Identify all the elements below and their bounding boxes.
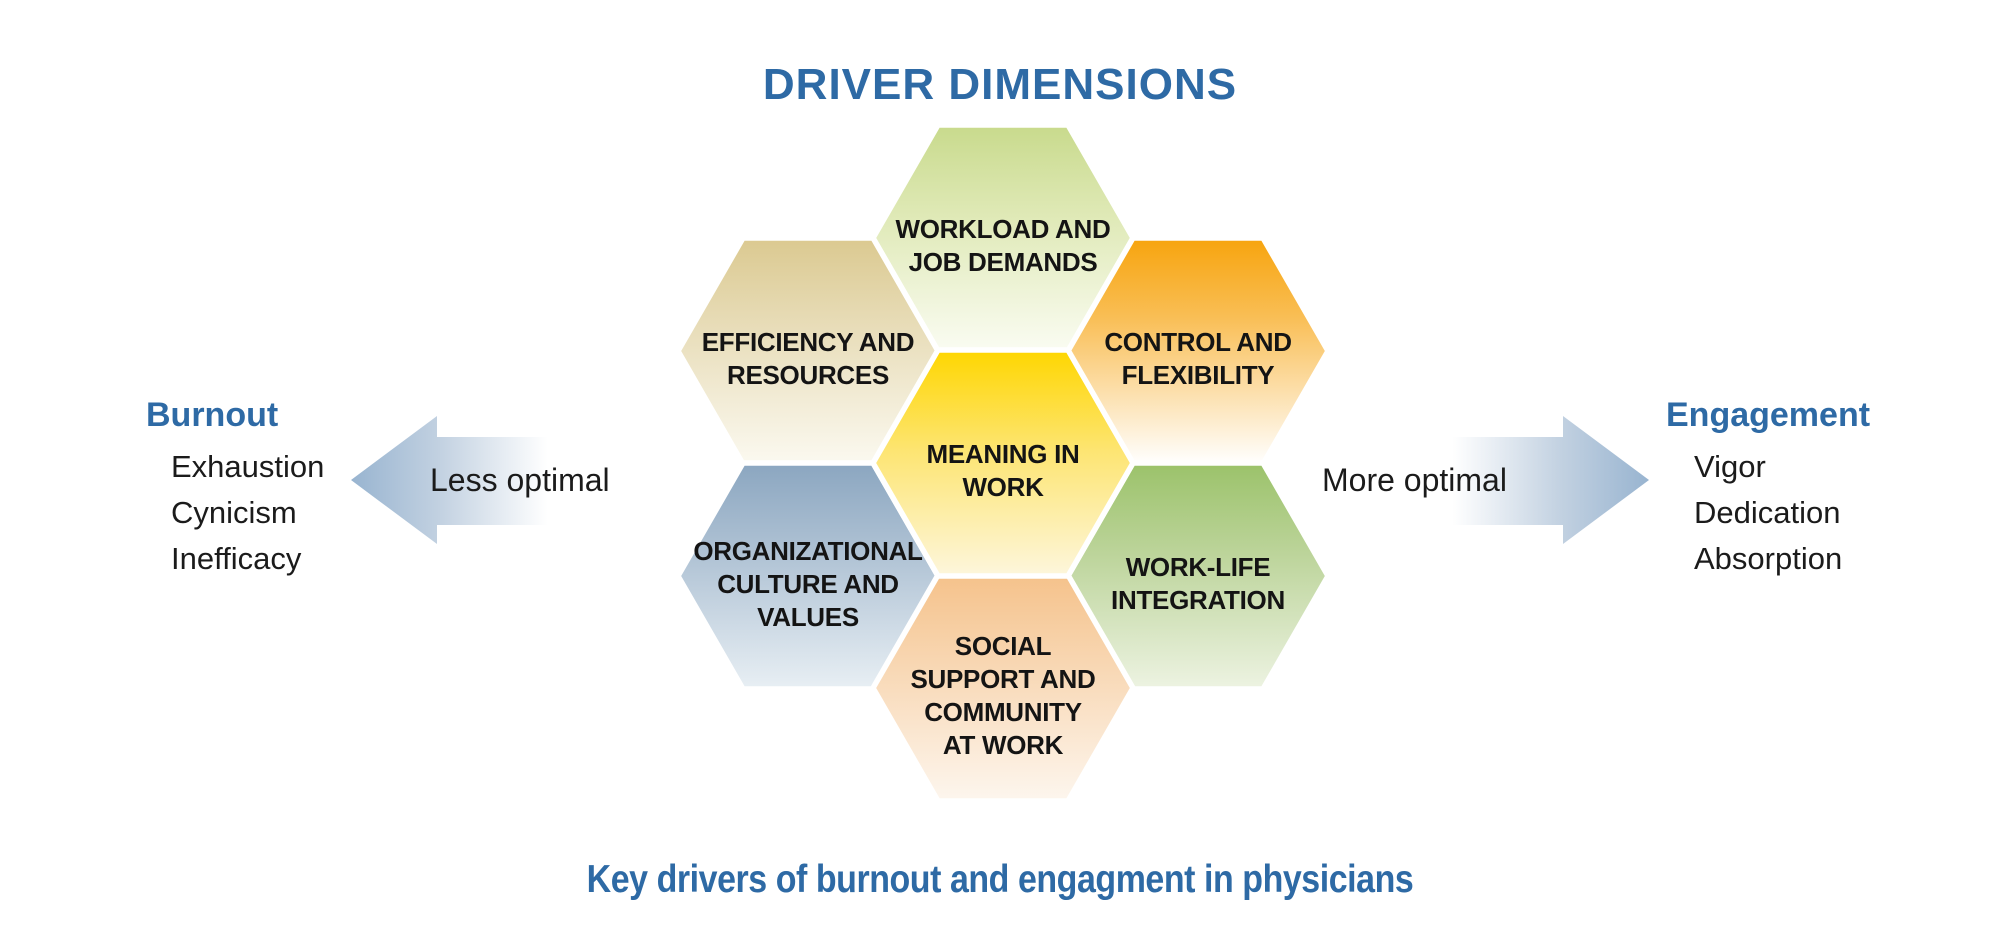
hexagon-label-work-life: WORK-LIFE INTEGRATION [1068,463,1328,689]
more-optimal-label: More optimal [1322,462,1507,498]
hexagon-label-line: CONTROL AND [1104,327,1292,357]
hexagon-label-line: COMMUNITY [924,697,1082,727]
engagement-list: Vigor Dedication Absorption [1694,444,1842,582]
hexagon-label-line: ORGANIZATIONAL [693,535,923,566]
burnout-list: Exhaustion Cynicism Inefficacy [171,444,324,582]
burnout-item: Inefficacy [171,541,302,576]
hexagon-label-line: MEANING IN [926,439,1080,469]
less-optimal-arrow [351,416,603,544]
hexagon-label-line: FLEXIBILITY [1121,360,1275,390]
hexagon-label-line: INTEGRATION [1111,585,1285,615]
hexagon-label-organizational: ORGANIZATIONAL CULTURE AND VALUES [678,463,938,689]
hexagon-label-line: EFFICIENCY AND [701,327,915,357]
engagement-item: Absorption [1694,541,1843,576]
engagement-heading: Engagement [1666,396,1871,434]
hexagon-label-line: JOB DEMANDS [908,247,1098,277]
hexagon-label-line: WORKLOAD AND [895,214,1111,244]
hexagon-label-workload: WORKLOAD AND JOB DEMANDS [873,125,1133,351]
hexagon-label-line: WORK-LIFE [1125,552,1271,582]
hexagon-label-line: WORK [962,472,1044,502]
hexagon-label-line: AT WORK [942,730,1064,760]
burnout-item: Cynicism [171,495,297,530]
hexagon-label-control: CONTROL AND FLEXIBILITY [1068,238,1328,464]
hexagon-label-line: SUPPORT AND [910,664,1096,694]
hexagon-label-efficiency: EFFICIENCY AND RESOURCES [678,238,938,464]
burnout-item: Exhaustion [171,449,325,484]
engagement-item: Vigor [1694,449,1766,484]
hexagon-label-line: SOCIAL [954,631,1052,661]
diagram-title: DRIVER DIMENSIONS [762,60,1238,109]
hexagon-label-line: VALUES [757,601,859,632]
hexagon-meaning-in-work [869,347,1137,579]
engagement-item: Dedication [1694,495,1841,530]
hexagon-label-social: SOCIAL SUPPORT AND COMMUNITY AT WORK [873,575,1133,801]
more-optimal-arrow [1397,416,1649,544]
hexagon-label-line: CULTURE AND [717,568,899,599]
hexagon-label-line: RESOURCES [727,360,889,390]
less-optimal-label: Less optimal [430,462,610,498]
figure-caption: Key drivers of burnout and engagment in … [586,858,1414,901]
burnout-heading: Burnout [146,396,279,434]
hexagon-label-meaning: MEANING IN WORK [873,350,1133,576]
